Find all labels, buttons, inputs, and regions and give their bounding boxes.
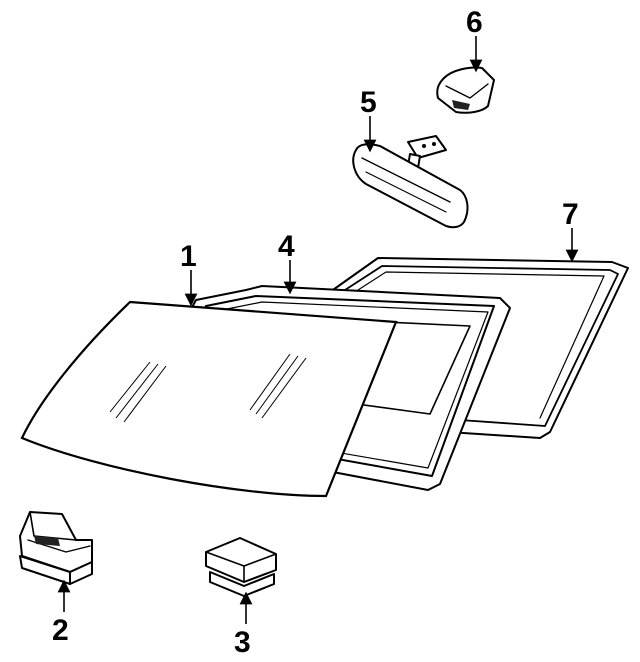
callout-labels: 1 2 3 4 5 6 7 [52,6,579,659]
leader-lines [57,36,579,624]
callout-6: 6 [466,6,483,39]
callout-4: 4 [278,230,295,263]
callout-3: 3 [234,626,251,659]
callout-5: 5 [360,86,377,119]
callout-7: 7 [562,198,579,231]
part-5-rearview-mirror [352,135,469,229]
callout-1: 1 [180,240,197,273]
part-2-bracket [19,511,93,585]
part-6-housing [436,66,495,114]
part-1-windshield-glass [20,300,398,498]
callout-2: 2 [52,614,69,647]
part-3-spacer [205,537,277,597]
